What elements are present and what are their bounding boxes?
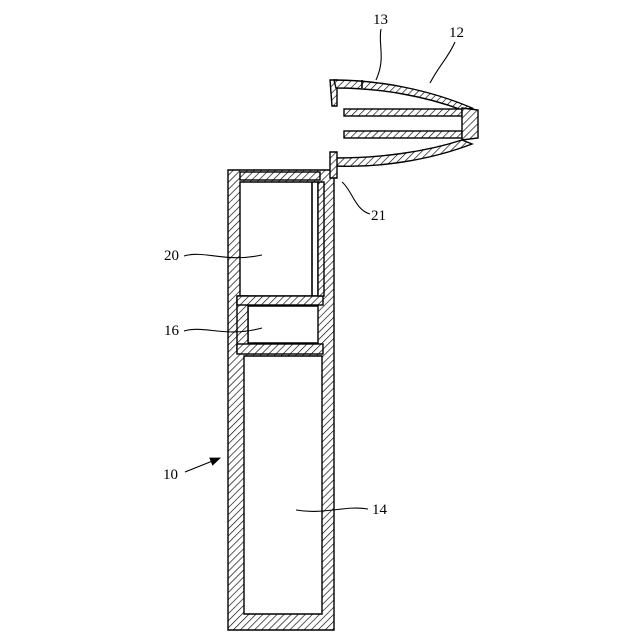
cap-inner-fin-1	[344, 109, 462, 116]
label-10: 10	[163, 467, 178, 483]
top-seal	[240, 172, 320, 180]
cap-assembly	[330, 80, 478, 178]
leader-16	[184, 328, 262, 332]
label-20: 20	[164, 248, 179, 264]
label-12: 12	[449, 25, 464, 41]
leader-10	[185, 458, 220, 472]
label-13: 13	[373, 12, 388, 28]
leader-13	[376, 29, 381, 80]
leader-21	[342, 182, 370, 214]
cap-bottom-arc	[334, 140, 472, 166]
cap-nozzle-tip	[462, 108, 478, 140]
reference-labels: 13 12 21 20 16 10 14	[163, 12, 464, 518]
divider-lower	[237, 344, 323, 354]
container-body	[228, 170, 334, 630]
cap-inner-fin-2	[344, 131, 462, 138]
leader-20	[184, 254, 262, 257]
cap-lower-stem	[330, 152, 337, 178]
label-14: 14	[372, 502, 388, 518]
divider-upper	[237, 296, 323, 305]
label-21: 21	[371, 208, 386, 224]
inner-partition-right	[318, 182, 324, 296]
label-16: 16	[164, 323, 180, 339]
leader-12	[430, 42, 455, 83]
cap-top-arc	[334, 80, 472, 110]
